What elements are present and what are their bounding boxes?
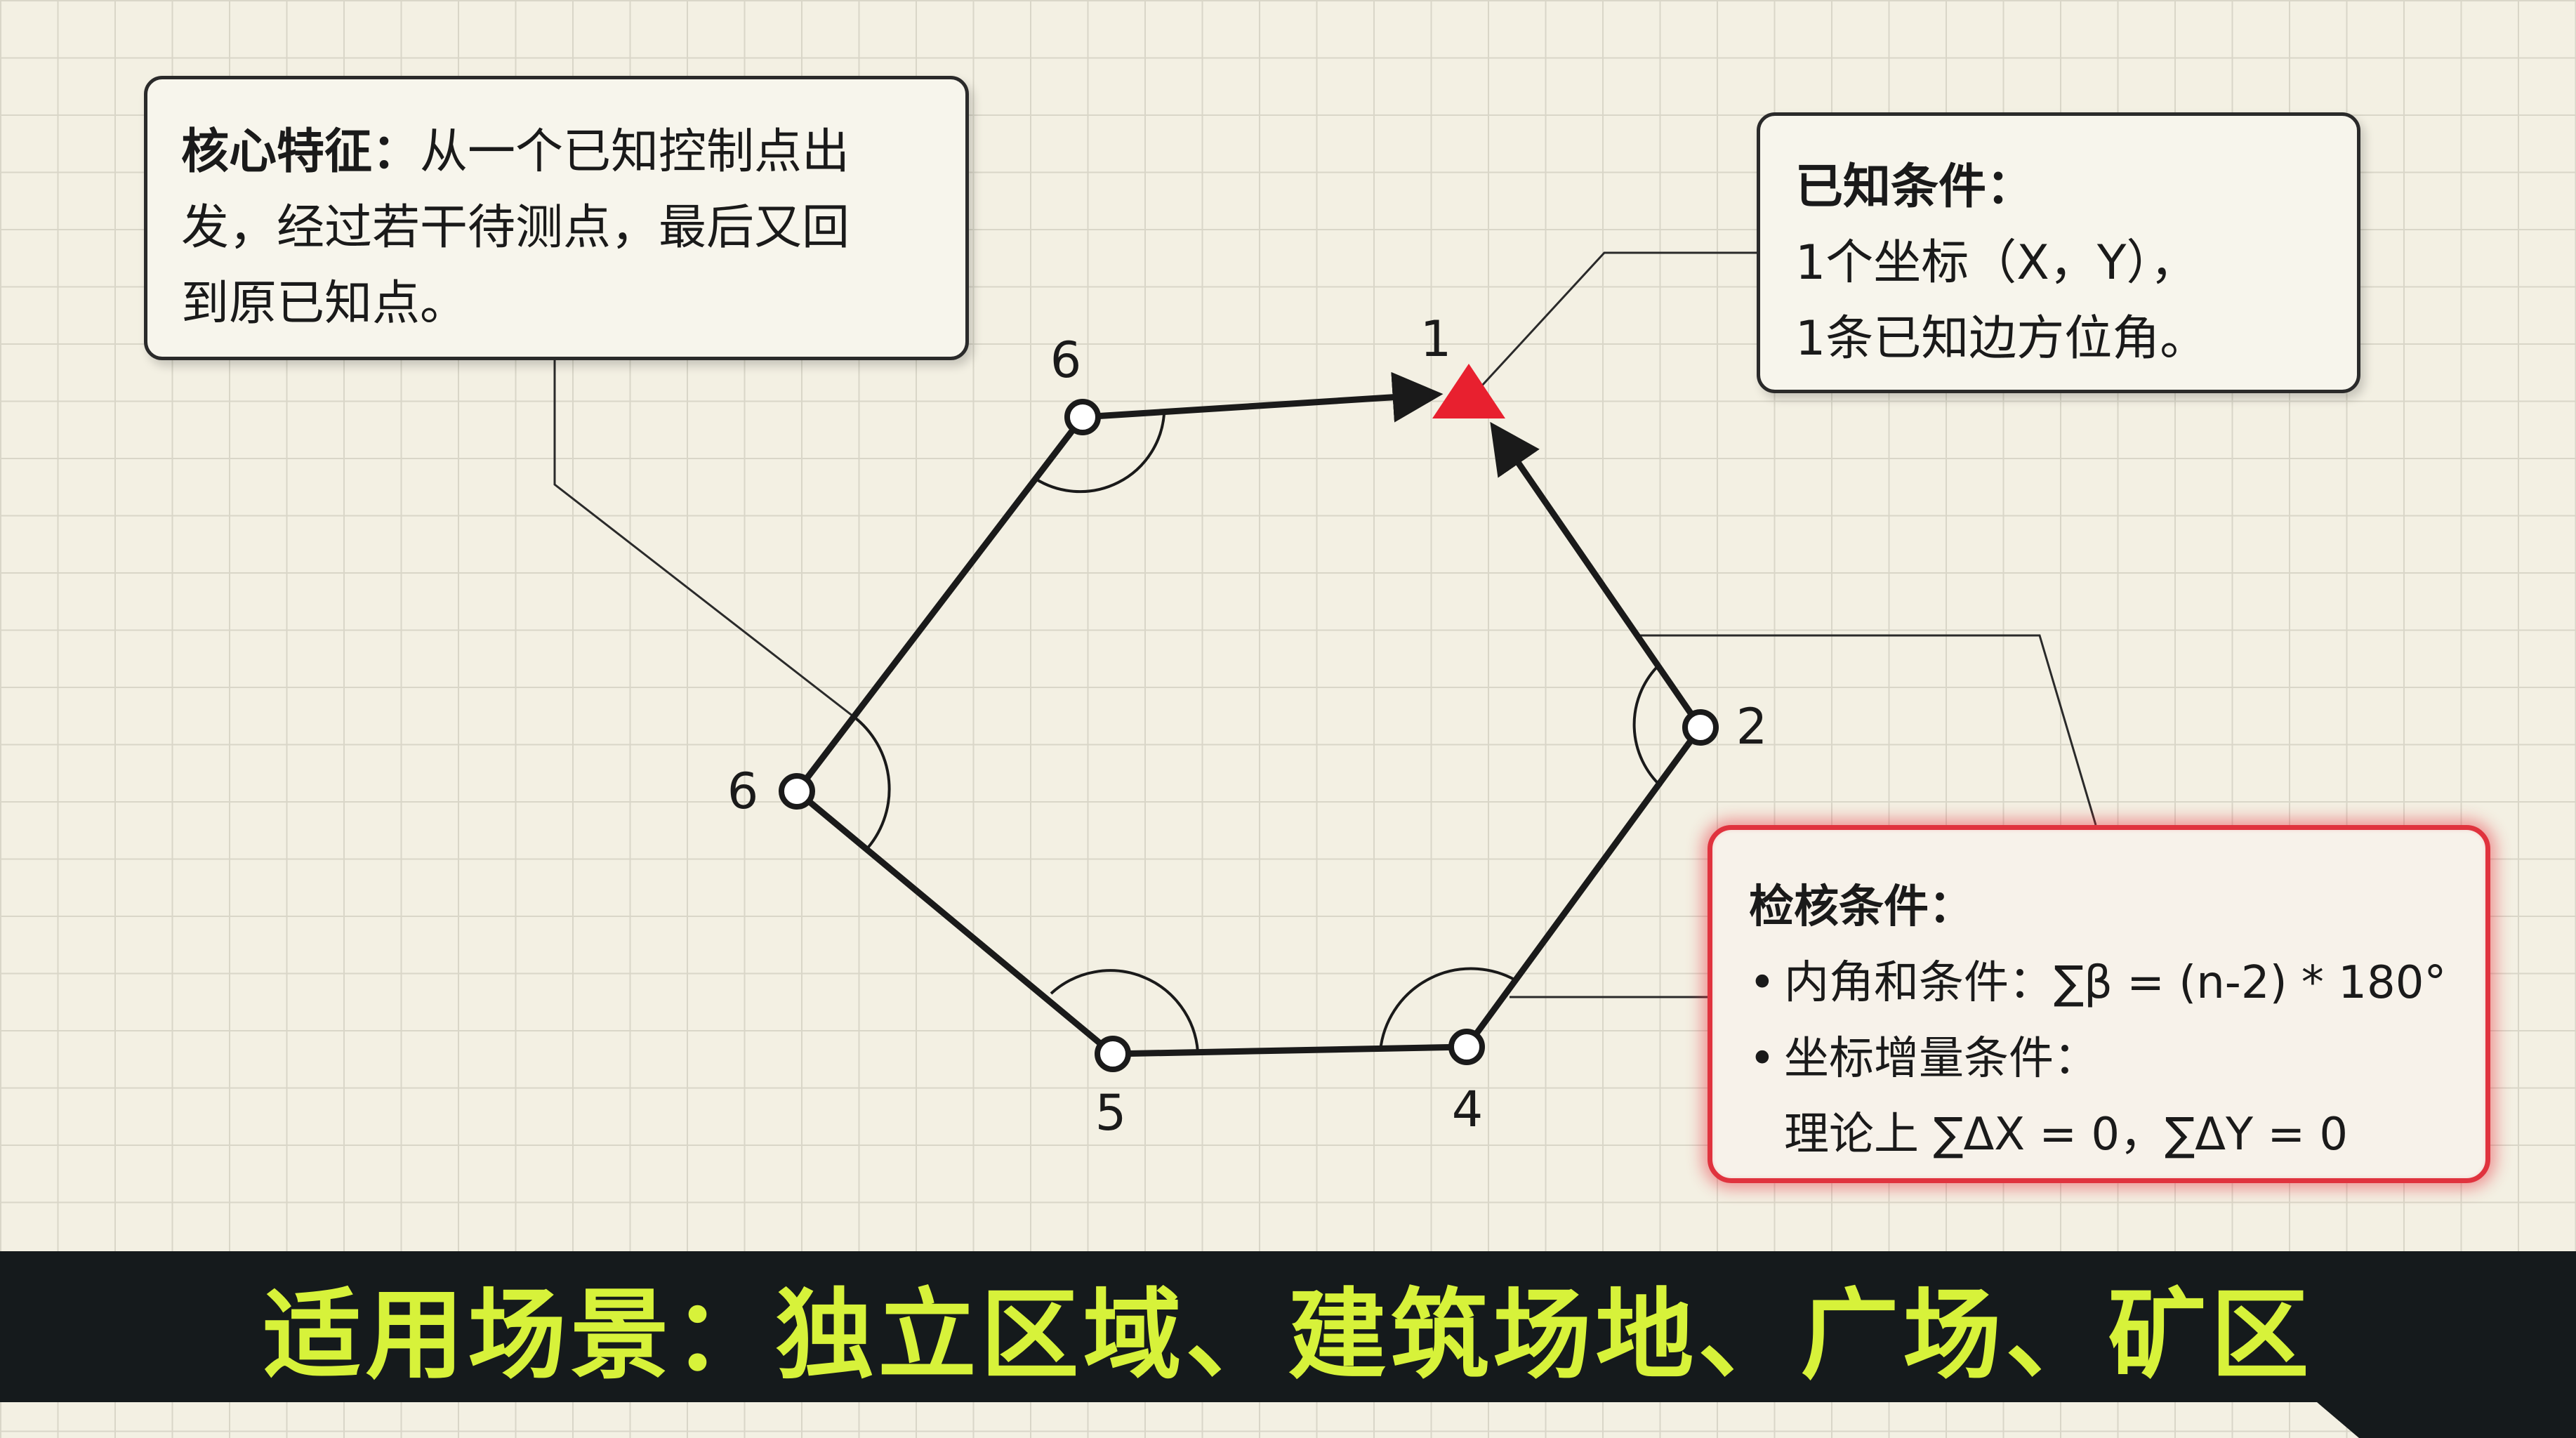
point-6-left (779, 773, 815, 810)
known-conditions-heading: 已知条件： (1795, 159, 2035, 215)
check-bullet-angle-sum: •内角和条件：∑β = (n-2) * 180° (1749, 945, 2449, 1021)
core-feature-callout: 核心特征：从一个已知控制点出 发，经过若干待测点，最后又回 到原已知点。 (144, 76, 969, 360)
label-point-2: 2 (1736, 698, 1768, 756)
label-point-6-left: 6 (727, 763, 759, 820)
check-conditions-callout: 检核条件： •内角和条件：∑β = (n-2) * 180° •坐标增量条件： … (1708, 825, 2490, 1183)
core-feature-heading: 核心特征： (181, 124, 421, 180)
known-leader-line (1480, 251, 1757, 388)
core-feature-line-1: 核心特征：从一个已知控制点出 (181, 114, 932, 190)
check-bullet-angle-sum-text: 内角和条件：∑β = (n-2) * 180° (1784, 957, 2447, 1009)
edge-2-1 (1490, 421, 1703, 730)
edge-6-1 (1082, 371, 1444, 423)
bullet-dot-icon: • (1749, 957, 1776, 1009)
point-4 (1448, 1029, 1485, 1065)
label-point-5: 5 (1095, 1084, 1127, 1142)
corner-decoration (2317, 1402, 2576, 1438)
core-feature-text-3: 到原已知点。 (181, 276, 468, 331)
angle-arc-4 (1379, 967, 1519, 1051)
point-2 (1682, 709, 1719, 746)
footer-application-scenarios: 适用场景：独立区域、建筑场地、广场、矿区 (263, 1278, 2313, 1393)
footer-banner: 适用场景：独立区域、建筑场地、广场、矿区 (0, 1251, 2576, 1402)
core-feature-text-1: 从一个已知控制点出 (420, 124, 850, 180)
known-conditions-text-2: 1条已知边方位角。 (1795, 311, 2208, 367)
edge-6-6 (794, 415, 1085, 793)
known-conditions-callout: 已知条件： 1个坐标（X，Y）， 1条已知边方位角。 (1757, 112, 2360, 393)
check-bullet-coordinate-increment-text: 坐标增量条件： (1784, 1033, 2099, 1085)
edge-4-5 (1112, 1043, 1467, 1057)
label-point-1: 1 (1420, 310, 1452, 368)
check-bullet-coordinate-increment: •坐标增量条件： (1749, 1021, 2449, 1097)
core-leader-line (553, 360, 854, 718)
label-point-4: 4 (1452, 1081, 1484, 1138)
edge-2-4 (1464, 725, 1703, 1049)
known-conditions-text-1: 1个坐标（X，Y）， (1795, 235, 2198, 291)
check-leader-line-upper (1636, 634, 2097, 826)
check-bullet-coordinate-detail: 理论上 ∑ΔX = 0，∑ΔY = 0 (1784, 1109, 2349, 1161)
point-5 (1095, 1036, 1131, 1072)
label-point-6-top: 6 (1050, 331, 1082, 389)
angle-arc-5 (1050, 969, 1199, 1053)
edge-5-6 (795, 789, 1115, 1057)
bullet-dot-icon: • (1749, 1033, 1776, 1085)
angle-arc-2 (1632, 666, 1663, 788)
known-point-triangle (1432, 364, 1505, 418)
point-6-top (1064, 399, 1101, 435)
angle-arc-6-left (852, 715, 891, 852)
check-conditions-heading: 检核条件： (1749, 881, 1974, 933)
core-feature-text-2: 发，经过若干待测点，最后又回 (181, 200, 850, 256)
angle-arc-6-top (1034, 414, 1165, 494)
